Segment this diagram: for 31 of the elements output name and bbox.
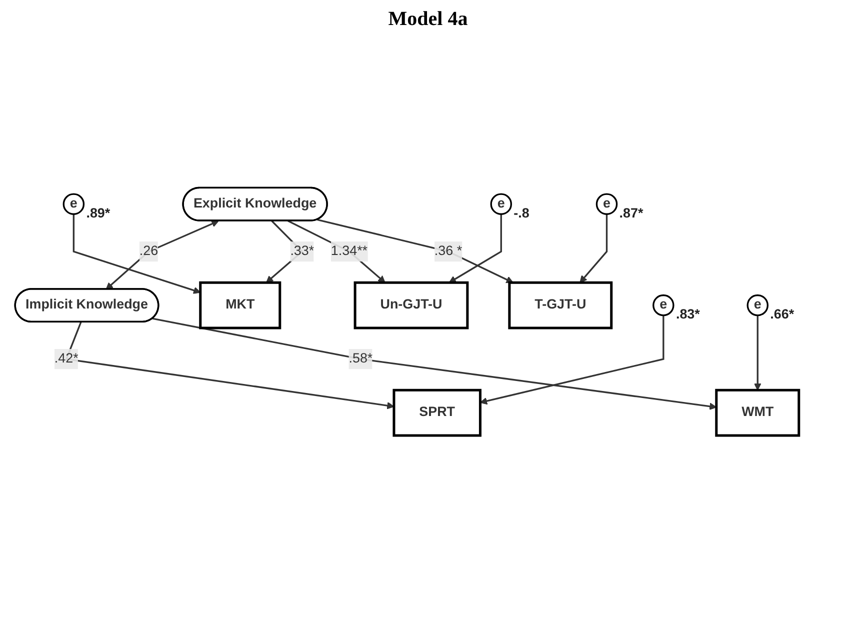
node-circle: e — [490, 193, 512, 215]
node-circle: e — [746, 294, 768, 316]
arrow — [72, 214, 201, 294]
node-box: T-GJT-U — [508, 281, 613, 330]
arrow — [288, 220, 386, 283]
arrow — [152, 318, 717, 410]
coefficient-label: .83* — [676, 306, 700, 322]
arrow — [580, 214, 608, 283]
node-box: WMT — [715, 388, 800, 437]
node-box: MKT — [199, 281, 282, 330]
coefficient-label: .89* — [86, 206, 110, 221]
edge-label: 1.34** — [330, 244, 368, 258]
edge-label: .58* — [348, 352, 373, 366]
coefficient-label: -.8 — [514, 206, 530, 221]
edge-label: .33* — [290, 244, 314, 258]
arrow — [754, 315, 762, 390]
node-circle: e — [596, 193, 618, 215]
edge-label: .26 — [139, 244, 158, 258]
arrow — [106, 220, 219, 290]
edge-label: .42* — [54, 352, 78, 366]
node-box: Un-GJT-U — [354, 281, 469, 330]
arrow — [317, 218, 514, 284]
arrow — [448, 214, 502, 283]
node-circle: e — [652, 294, 674, 316]
edge-label: .36 * — [434, 244, 462, 258]
coefficient-label: .66* — [770, 306, 794, 322]
node-box: SPRT — [392, 388, 482, 437]
diagram-title: Model 4a — [387, 8, 469, 31]
node-circle: e — [62, 193, 85, 215]
coefficient-label: .87* — [619, 206, 644, 221]
arrow — [480, 315, 664, 405]
